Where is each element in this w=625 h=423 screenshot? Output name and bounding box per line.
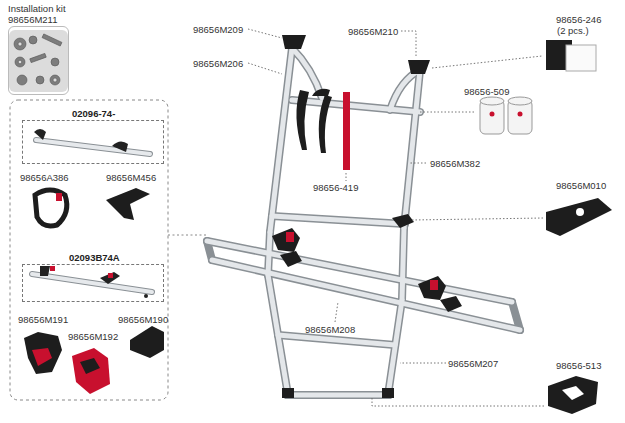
- kit-panel-outline: [10, 100, 168, 400]
- part-number: 98656M191: [18, 314, 68, 325]
- group-code: 02096-74-: [70, 108, 117, 119]
- foot-clamp: [548, 376, 598, 414]
- part-number: 98656-509: [464, 86, 509, 97]
- mounting-bracket: [546, 198, 612, 236]
- bike-rail: [32, 266, 152, 298]
- part-number: 98656M456: [106, 172, 156, 183]
- part-number: 98656A386: [20, 172, 69, 183]
- wheel-strap: [24, 332, 62, 374]
- part-number: 98656M190: [118, 314, 168, 325]
- wheel-holder: [106, 188, 150, 220]
- kit-group-box: 02093B74A: [22, 264, 164, 302]
- part-number: 98656-513: [556, 360, 601, 371]
- kit-heading: Installation kit 98656M211: [8, 3, 80, 25]
- part-number: 98656M209: [193, 24, 243, 35]
- installation-kit: Installation kit 98656M211: [8, 3, 80, 95]
- part-number: 98656-419: [313, 182, 358, 193]
- kit-outline: [8, 26, 69, 95]
- bike-rack: [207, 48, 520, 395]
- spacer-pads: [480, 97, 532, 134]
- kit-panel: [9, 30, 68, 92]
- wheel-holder: [72, 348, 110, 394]
- part-number: 98656M210: [348, 26, 398, 37]
- part-number: 98656-246: [556, 14, 601, 25]
- part-number: 98656M208: [305, 324, 355, 335]
- leader-lines: [248, 29, 544, 406]
- part-number: 98656M382: [430, 158, 480, 169]
- part-number: 98656M207: [448, 358, 498, 369]
- part-number: 98656M206: [193, 58, 243, 69]
- part-number: (2 pcs.): [557, 25, 589, 36]
- adhesive-pads: [546, 40, 596, 71]
- part-number: 98656M010: [556, 180, 606, 191]
- group-code: 02093B74A: [67, 252, 122, 263]
- part-number: 98656M192: [68, 331, 118, 342]
- wheel-holder: [130, 326, 164, 358]
- kit-parts: [14, 34, 62, 85]
- leader-line: [168, 235, 208, 236]
- kit-group-box: 02096-74-: [22, 120, 164, 164]
- rack-parts: [272, 35, 462, 398]
- wheel-strap: [35, 190, 67, 226]
- bike-rail: [34, 129, 150, 154]
